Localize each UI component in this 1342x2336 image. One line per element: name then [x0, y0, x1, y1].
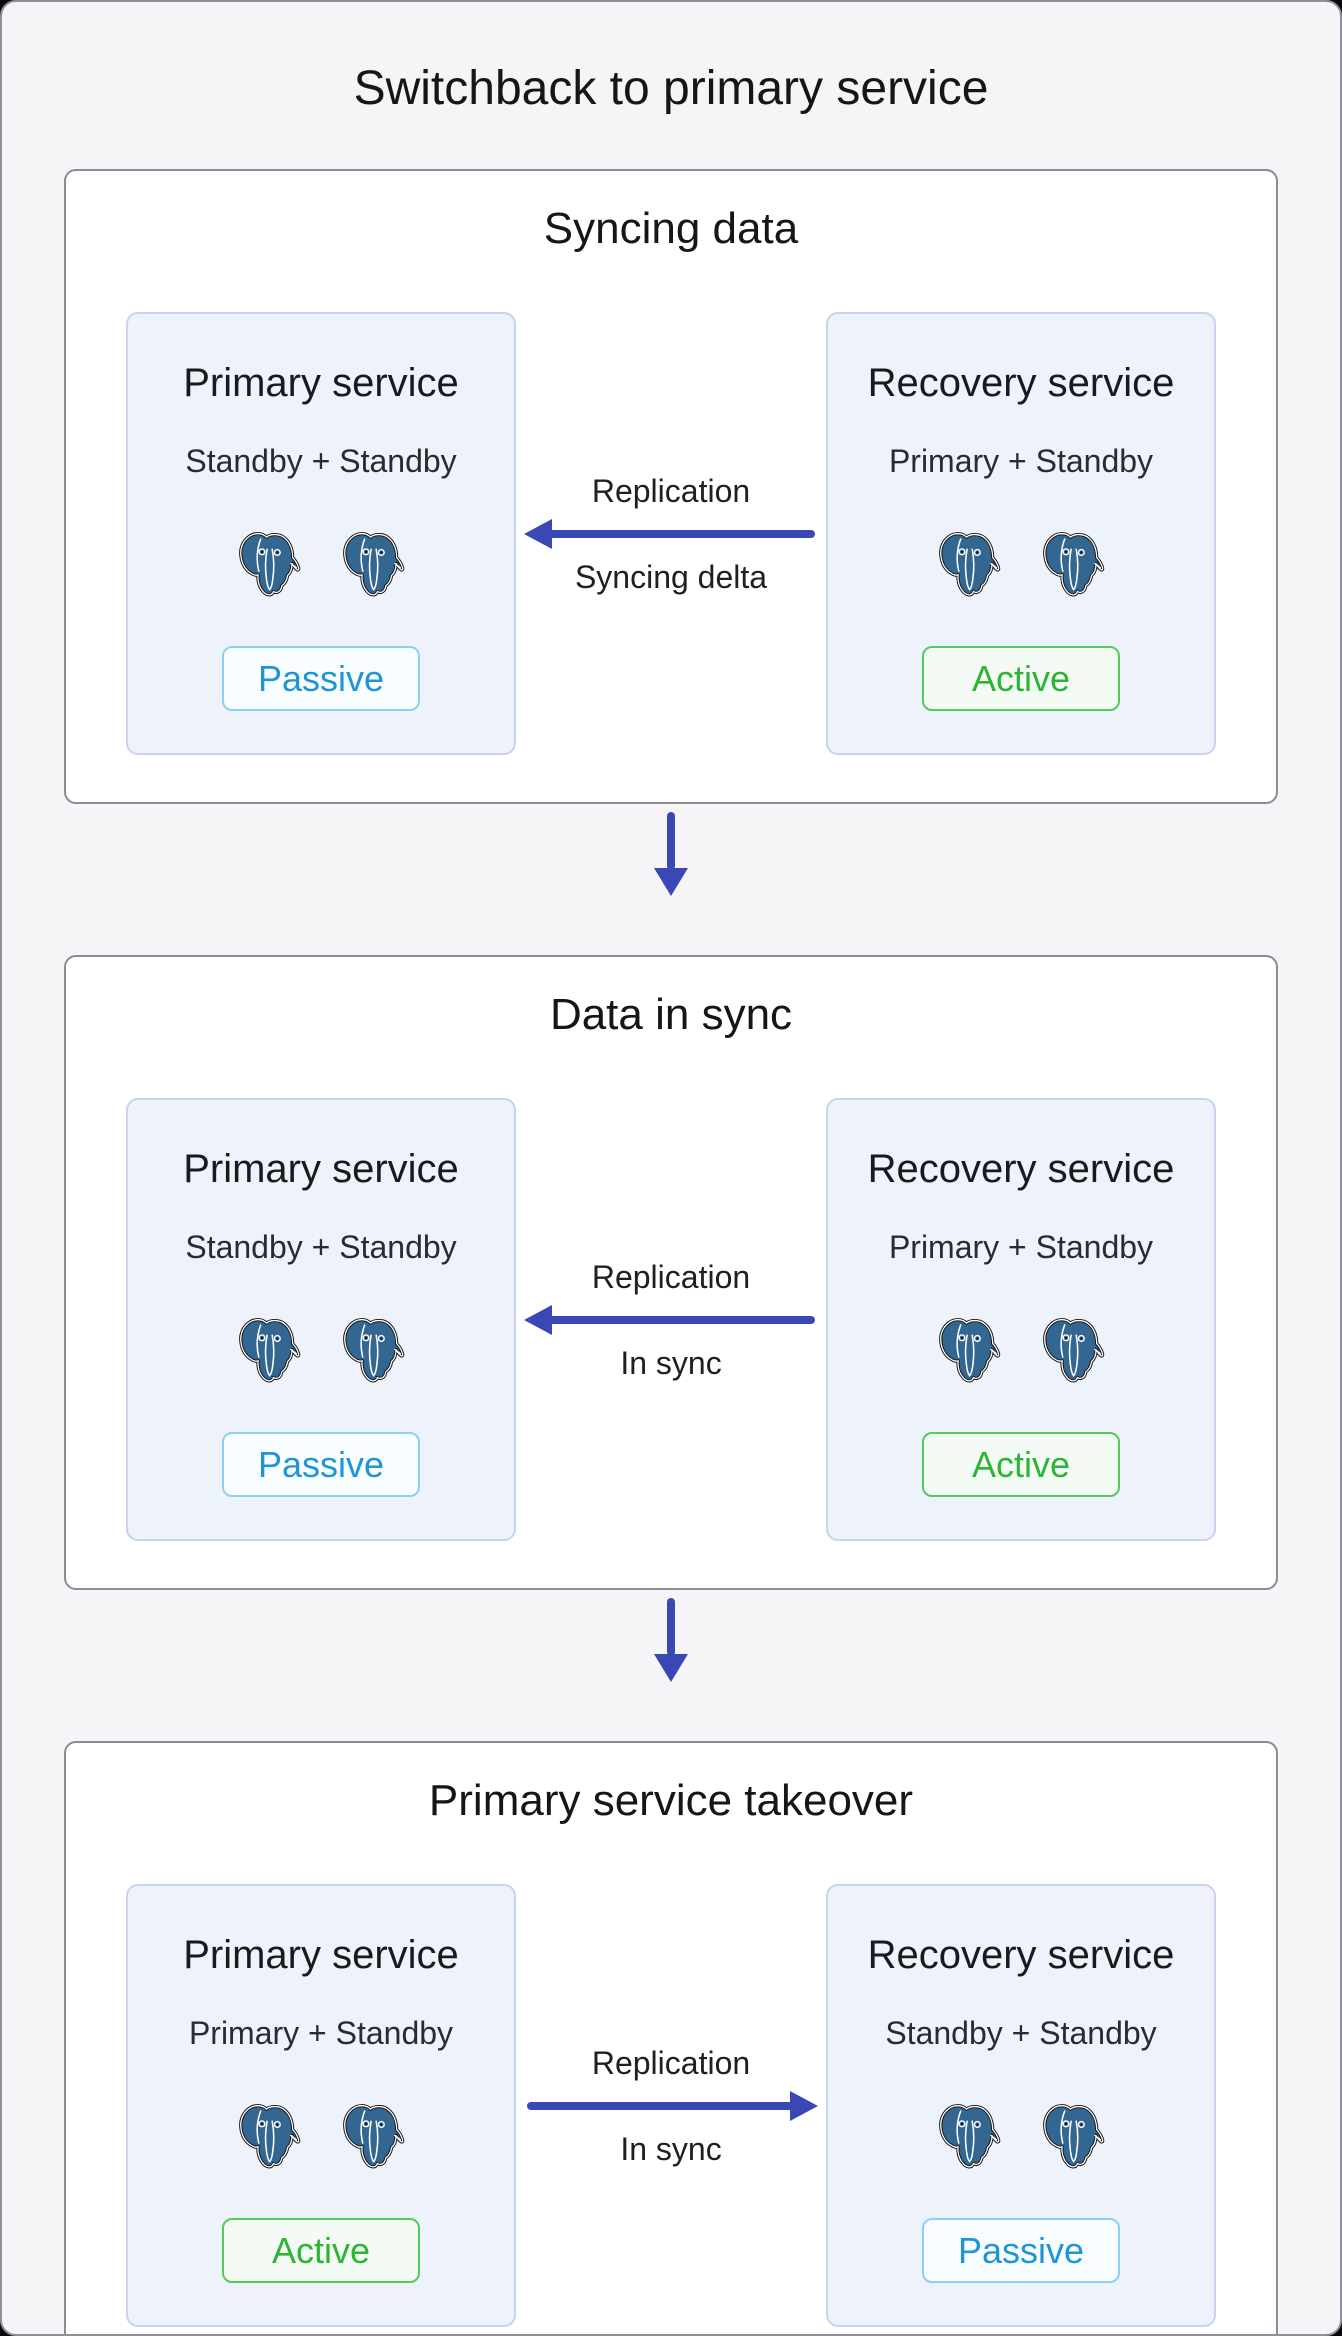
recovery-service-box: Recovery service Primary + Standby Activ… — [826, 312, 1216, 755]
status-badge-active: Active — [922, 1432, 1120, 1497]
postgres-instances — [237, 2102, 405, 2170]
status-badge-passive: Passive — [922, 2218, 1120, 2283]
postgresql-elephant-icon — [937, 1316, 1001, 1384]
stage-connector — [64, 804, 1278, 902]
replication-label: Replication — [591, 472, 751, 509]
service-box-subtitle: Primary + Standby — [188, 2015, 454, 2051]
postgresql-elephant-icon — [341, 1316, 405, 1384]
postgresql-elephant-icon — [937, 2102, 1001, 2170]
primary-service-box: Primary service Standby + Standby Passiv… — [126, 312, 516, 755]
service-box-title: Recovery service — [867, 361, 1175, 405]
service-box-subtitle: Standby + Standby — [185, 443, 457, 479]
recovery-service-box: Recovery service Standby + Standby Passi… — [826, 1884, 1216, 2327]
service-box-title: Primary service — [183, 1147, 459, 1191]
service-box-title: Primary service — [183, 1933, 459, 1977]
stage-panel-syncing-data: Syncing data Primary service Standby + S… — [64, 169, 1278, 804]
down-arrow-icon — [654, 1596, 688, 1682]
postgres-instances — [237, 530, 405, 598]
postgres-instances — [937, 1316, 1105, 1384]
stage-connector — [64, 1590, 1278, 1688]
replication-arrow-group: Replication In sync — [516, 1098, 826, 1541]
postgres-instances — [937, 2102, 1105, 2170]
postgres-instances — [937, 530, 1105, 598]
postgresql-elephant-icon — [237, 1316, 301, 1384]
stage-title: Syncing data — [543, 204, 799, 253]
postgresql-elephant-icon — [341, 530, 405, 598]
status-badge-passive: Passive — [222, 1432, 420, 1497]
postgres-instances — [237, 1316, 405, 1384]
stage-title: Primary service takeover — [428, 1776, 914, 1825]
postgresql-elephant-icon — [237, 530, 301, 598]
service-box-subtitle: Standby + Standby — [185, 1229, 457, 1265]
stage-panel-data-in-sync: Data in sync Primary service Standby + S… — [64, 955, 1278, 1590]
primary-service-box: Primary service Standby + Standby Passiv… — [126, 1098, 516, 1541]
service-box-subtitle: Standby + Standby — [885, 2015, 1157, 2051]
stage-body: Primary service Standby + Standby Passiv… — [126, 312, 1216, 755]
service-box-title: Recovery service — [867, 1933, 1175, 1977]
service-box-subtitle: Primary + Standby — [888, 443, 1154, 479]
service-box-title: Primary service — [183, 361, 459, 405]
stage-body: Primary service Primary + Standby Active… — [126, 1884, 1216, 2327]
diagram-title: Switchback to primary service — [353, 62, 989, 115]
replication-arrow-group: Replication Syncing delta — [516, 312, 826, 755]
replication-arrow-left-icon — [524, 518, 818, 549]
postgresql-elephant-icon — [237, 2102, 301, 2170]
primary-service-box: Primary service Primary + Standby Active — [126, 1884, 516, 2327]
replication-arrow-group: Replication In sync — [516, 1884, 826, 2327]
replication-label: Replication — [591, 2044, 751, 2081]
sync-state-label: In sync — [620, 2130, 722, 2167]
stage-body: Primary service Standby + Standby Passiv… — [126, 1098, 1216, 1541]
postgresql-elephant-icon — [937, 530, 1001, 598]
postgresql-elephant-icon — [341, 2102, 405, 2170]
service-box-title: Recovery service — [867, 1147, 1175, 1191]
postgresql-elephant-icon — [1041, 2102, 1105, 2170]
recovery-service-box: Recovery service Primary + Standby Activ… — [826, 1098, 1216, 1541]
stage-panel-primary-takeover: Primary service takeover Primary service… — [64, 1741, 1278, 2334]
postgresql-elephant-icon — [1041, 1316, 1105, 1384]
status-badge-active: Active — [222, 2218, 420, 2283]
status-badge-passive: Passive — [222, 646, 420, 711]
replication-label: Replication — [591, 1258, 751, 1295]
sync-state-label: In sync — [620, 1344, 722, 1381]
stage-title: Data in sync — [549, 990, 793, 1039]
status-badge-active: Active — [922, 646, 1120, 711]
down-arrow-icon — [654, 810, 688, 896]
postgresql-elephant-icon — [1041, 530, 1105, 598]
service-box-subtitle: Primary + Standby — [888, 1229, 1154, 1265]
replication-arrow-left-icon — [524, 1304, 818, 1335]
sync-state-label: Syncing delta — [574, 558, 768, 595]
replication-arrow-right-icon — [524, 2090, 818, 2121]
